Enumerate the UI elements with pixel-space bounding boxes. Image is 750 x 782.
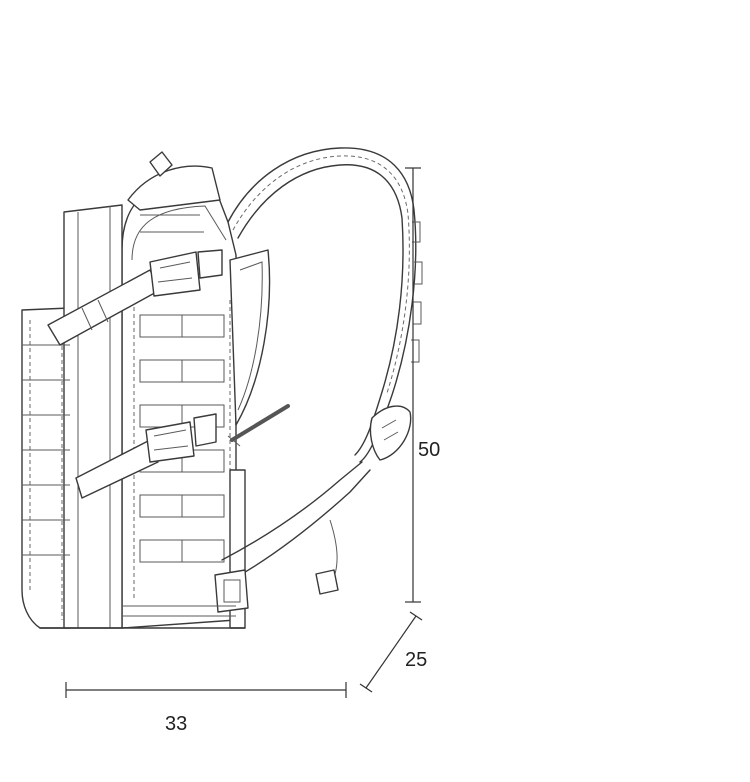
lower-compression-strap [75, 413, 217, 499]
antenna-rod [227, 404, 290, 447]
depth-dimension: 25 [359, 611, 427, 693]
shoulder-strap [227, 147, 423, 463]
pack-bottom [39, 605, 246, 629]
width-dimension: 33 [65, 682, 347, 735]
height-dimension-label: 50 [418, 439, 440, 461]
width-dimension-label: 33 [165, 713, 187, 735]
lower-strap [214, 461, 371, 613]
upper-compression-strap [47, 249, 223, 346]
depth-dimension-label: 25 [405, 649, 427, 671]
front-pocket [21, 204, 123, 629]
back-panel [121, 151, 237, 629]
height-dimension: 50 [405, 167, 440, 603]
